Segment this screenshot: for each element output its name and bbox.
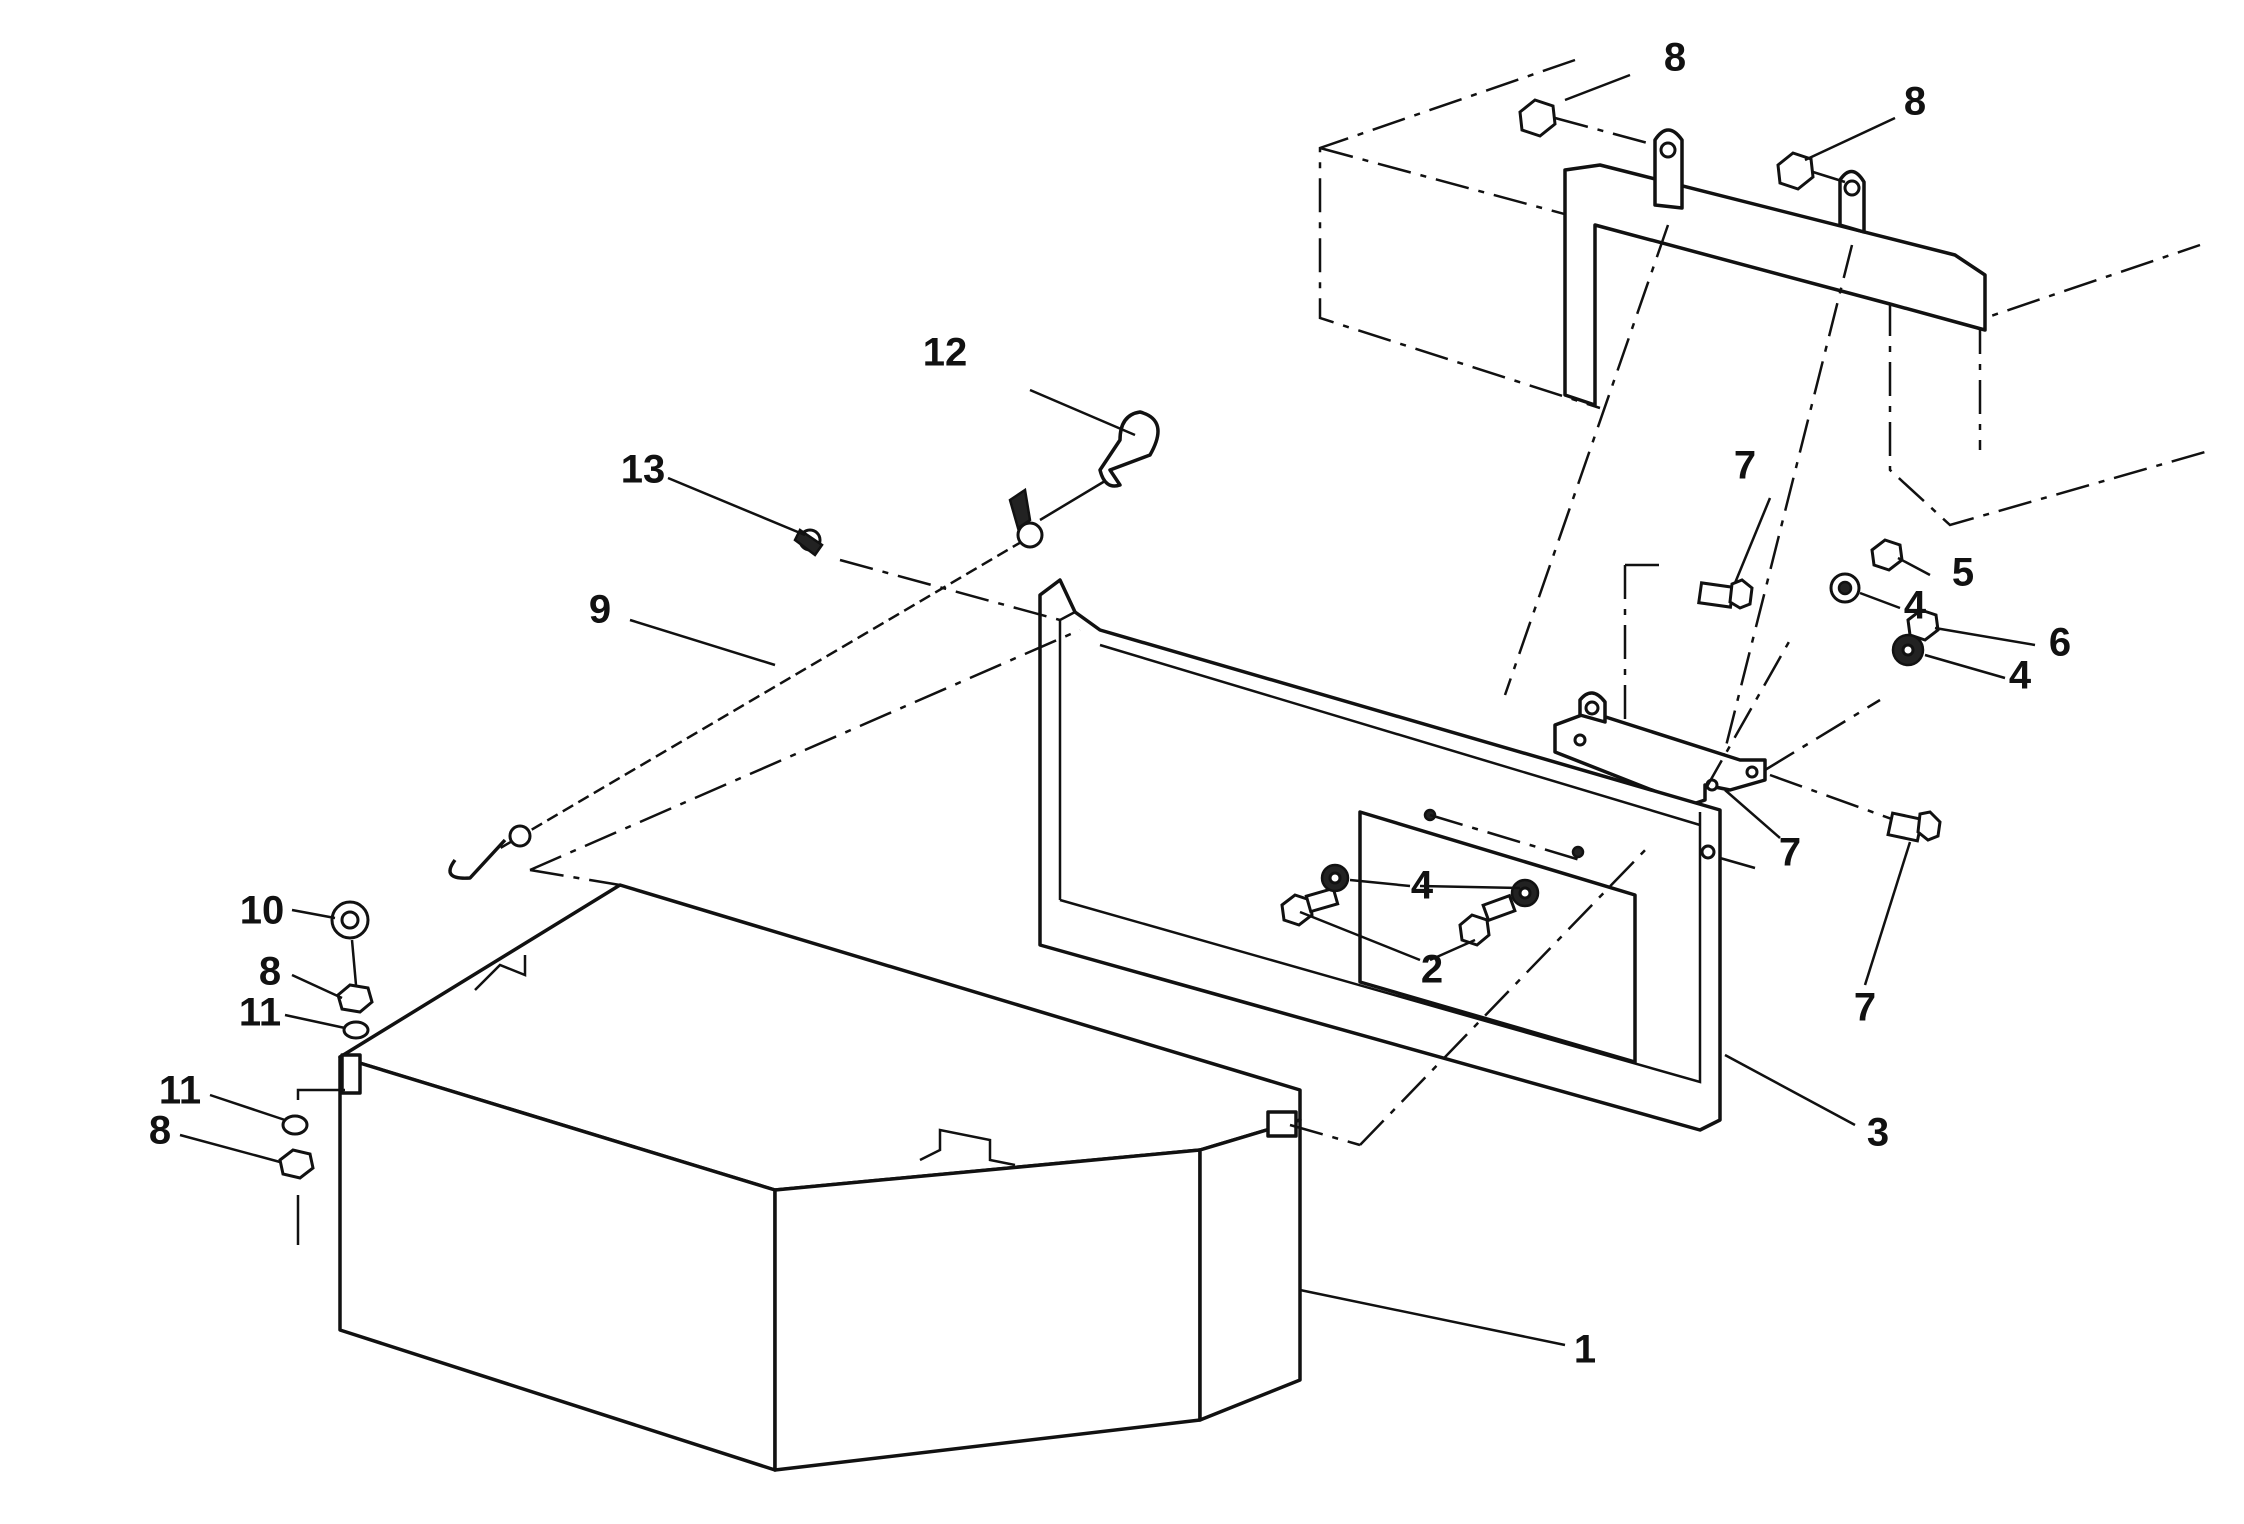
eye-bolt [330,900,370,986]
callout-11-lower: 11 [159,1069,201,1113]
callout-4-lower: 4 [2009,654,2032,698]
hex-nut-top-left [1518,98,1557,138]
callout-9: 9 [589,588,611,632]
callout-8-top-right: 8 [1904,80,1926,124]
lock-washer-left-lower [281,1114,309,1136]
callout-4-upper: 4 [1904,584,1927,628]
carriage-bolt-right [1458,893,1517,947]
callout-3: 3 [1867,1111,1889,1155]
hex-bolt-lower [1886,810,1942,843]
carriage-bolt-left [1280,886,1340,927]
callout-2: 2 [1421,948,1443,992]
callout-1: 1 [1574,1328,1596,1372]
callout-13: 13 [621,448,666,492]
weight-box [338,558,1651,1472]
hex-nut-5-upper [1870,538,1904,572]
callout-4-middle: 4 [1411,864,1434,908]
callout-6: 7 [1779,831,1801,875]
hex-bolt-upper [1697,578,1754,610]
mower-deck-outline [1318,58,2206,527]
callout-labels: 8 8 12 13 9 7 5 4 6 4 7 7 4 2 3 1 10 8 1… [149,36,2071,1372]
deck-rear-panel [1563,163,1987,407]
leader-lines [179,73,2036,1347]
callout-8-top-left: 8 [1664,36,1686,80]
hex-nut-left-lower [278,1148,315,1180]
deck-hitch-bracket-left [1653,128,1684,210]
weight-bracket-window [1358,810,1637,1064]
weight-box-handle [919,1128,1016,1167]
weight-box-right-face [1198,1118,1302,1422]
callout-7-upper: 7 [1734,444,1756,488]
hex-nut-top-right [1776,151,1815,191]
weight-box-post [340,1053,362,1095]
callout-11-upper: 11 [239,991,281,1035]
callout-5-upper: 5 [1952,551,1974,595]
callout-8-left-upper: 8 [259,950,281,994]
callout-5-lower: 6 [2049,621,2071,665]
callout-8-left-lower: 8 [149,1109,171,1153]
callout-12: 12 [923,331,968,375]
callout-7-lower: 7 [1854,986,1876,1030]
safety-chain [448,487,1044,880]
hex-nut-left-upper [336,983,374,1014]
weight-box-front-face [773,1148,1202,1472]
lock-washer-left-upper [342,1020,370,1040]
hitch-pin [1039,410,1160,522]
weight-bracket [1038,578,1722,1132]
callout-10: 10 [240,889,285,933]
